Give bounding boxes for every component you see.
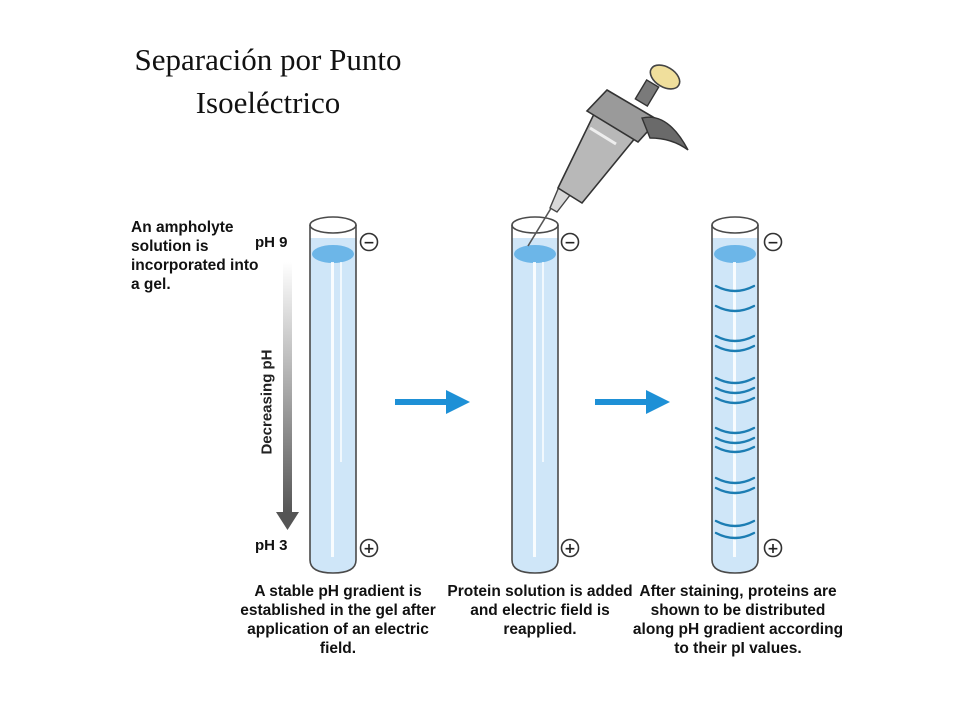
ph-bottom-label: pH 3 xyxy=(255,537,288,554)
minus-icon: − xyxy=(564,235,576,251)
gel-tube-1 xyxy=(309,216,357,574)
minus-icon: − xyxy=(767,235,779,251)
plus-icon: + xyxy=(363,541,375,557)
protein-bands xyxy=(714,284,756,540)
caption-step-3: After staining, proteins are shown to be… xyxy=(632,583,844,657)
minus-icon: − xyxy=(363,235,375,251)
electrode-signs: − + − + − + xyxy=(363,235,779,557)
process-arrow-1 xyxy=(395,390,470,414)
pipette-icon xyxy=(527,64,689,247)
gel-tube-2 xyxy=(511,216,559,574)
caption-step-1: A stable pH gradient is established in t… xyxy=(240,583,436,657)
electrode-symbols xyxy=(359,232,783,558)
plus-icon: + xyxy=(767,541,779,557)
plus-icon: + xyxy=(564,541,576,557)
ph-gradient-arrow xyxy=(276,262,299,530)
process-arrow-2 xyxy=(595,390,670,414)
ph-top-label: pH 9 xyxy=(255,234,288,251)
intro-caption: An ampholyte solution is incorporated in… xyxy=(131,219,259,293)
caption-step-2: Protein solution is added and electric f… xyxy=(447,583,633,638)
gel-tube-3 xyxy=(711,216,759,574)
page-title: Separación por Punto Isoeléctrico xyxy=(134,42,402,120)
